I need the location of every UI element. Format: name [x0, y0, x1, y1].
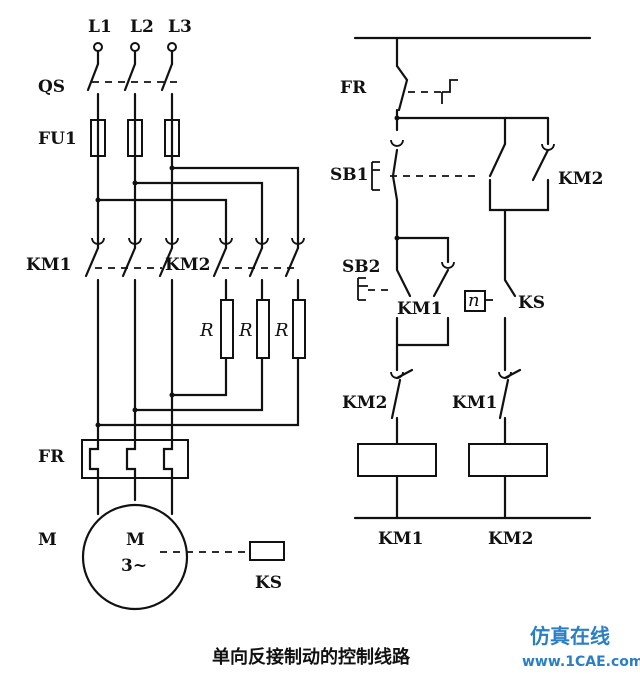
junction-dot — [169, 392, 175, 398]
node-to-km2-holding — [395, 116, 507, 146]
sb1-arc — [390, 139, 404, 147]
tap-l2-to-km2 — [133, 181, 264, 250]
ks-contact — [503, 260, 517, 298]
junction-dot — [169, 165, 175, 171]
phase-conductors-lower — [96, 278, 174, 442]
fuse-elements — [96, 118, 174, 158]
km2-nc-contact — [390, 368, 414, 420]
label-motor-phase: 3~ — [121, 556, 147, 576]
label-km2-main: KM2 — [165, 255, 210, 275]
km1-holding-contact — [432, 268, 450, 298]
km2-outputs — [224, 278, 300, 302]
phase-conductors-upper — [96, 154, 174, 250]
label-fr-ctrl: FR — [340, 78, 367, 98]
coil-km2 — [468, 443, 548, 477]
km1-holding-tap — [395, 236, 450, 264]
sb1-button-symbol — [371, 161, 380, 191]
coil-feeds — [395, 416, 507, 446]
watermark-cn: 仿真在线 — [530, 624, 610, 648]
label-coil-km1: KM1 — [378, 529, 423, 549]
sb2-km1-join — [395, 316, 450, 347]
resistor-1 — [220, 299, 234, 359]
terminal-l3 — [167, 42, 177, 52]
km1-nc-contact — [498, 368, 522, 420]
label-fr-main: FR — [38, 447, 65, 467]
junction-dot — [95, 197, 101, 203]
qs-blades — [86, 62, 174, 92]
label-l2: L2 — [130, 17, 154, 37]
r3-to-phase1 — [96, 356, 300, 427]
watermark: 仿真在线 www.1CAE.com — [522, 624, 640, 670]
sb2-contact — [395, 236, 412, 298]
resistor-2 — [256, 299, 270, 359]
label-l3: L3 — [168, 17, 192, 37]
r2-to-phase2 — [133, 356, 264, 412]
label-km1-ctrl: KM1 — [397, 299, 442, 319]
resistor-3 — [292, 299, 306, 359]
coil-km1 — [357, 443, 437, 477]
label-sb2: SB2 — [342, 257, 380, 277]
label-km2-ctrl: KM2 — [558, 169, 603, 189]
label-sb1: SB1 — [330, 165, 368, 185]
main-circuit: L1 L2 L3 QS FU1 KM1 KM2 — [26, 17, 306, 611]
label-r3: R — [274, 320, 289, 341]
label-km1-main: KM1 — [26, 255, 71, 275]
terminal-l2 — [130, 42, 140, 52]
speed-symbol-box — [464, 290, 486, 312]
terminal-l1 — [93, 42, 103, 52]
label-m-main: M — [38, 530, 57, 550]
diagram-caption: 单向反接制动的控制线路 — [212, 646, 411, 668]
qs-top-leads — [96, 49, 174, 66]
label-l1: L1 — [88, 17, 112, 37]
watermark-url: www.1CAE.com — [522, 654, 640, 670]
km1-holding-arc — [441, 261, 455, 269]
km2-holding-contact — [531, 116, 550, 182]
km2-contact-arcs — [219, 237, 305, 245]
junction-dot — [132, 407, 138, 413]
label-qs: QS — [38, 77, 65, 97]
km1-main-contacts — [84, 246, 174, 278]
junction-dot — [95, 422, 101, 428]
r1-to-phase3 — [170, 356, 228, 397]
interlock-arcs — [390, 371, 512, 379]
qs-bottom-leads — [96, 92, 174, 122]
fr-thermal-symbol — [441, 79, 458, 104]
coil-returns — [395, 474, 507, 520]
label-km1-nc: KM1 — [452, 393, 497, 413]
speed-relay-ks — [249, 541, 285, 561]
label-ks-main: KS — [255, 573, 282, 593]
label-fu1: FU1 — [38, 129, 77, 149]
fr-nc-contact — [395, 64, 409, 112]
fr-heater-elements — [88, 438, 174, 480]
label-motor-m: M — [126, 530, 145, 550]
sb1-contact — [391, 148, 399, 202]
junction-dot — [394, 115, 400, 121]
junction-dot — [132, 180, 138, 186]
sb2-button-symbol — [357, 277, 368, 301]
sb1-no-branch — [488, 142, 550, 212]
km2-main-contacts — [212, 246, 300, 278]
motor-circle — [81, 503, 189, 611]
label-r2: R — [238, 320, 253, 341]
label-km2-nc: KM2 — [342, 393, 387, 413]
label-coil-km2: KM2 — [488, 529, 533, 549]
label-ks-ctrl: KS — [518, 293, 545, 313]
motor-leads — [96, 476, 174, 516]
km1-contact-arcs — [91, 237, 179, 245]
control-circuit: FR SB1 KM2 SB2 KM1 n — [330, 36, 603, 549]
label-n: n — [468, 290, 480, 311]
tap-l3-to-km2 — [170, 166, 300, 250]
tap-l1-to-km2 — [96, 198, 228, 250]
label-r1: R — [199, 320, 214, 341]
